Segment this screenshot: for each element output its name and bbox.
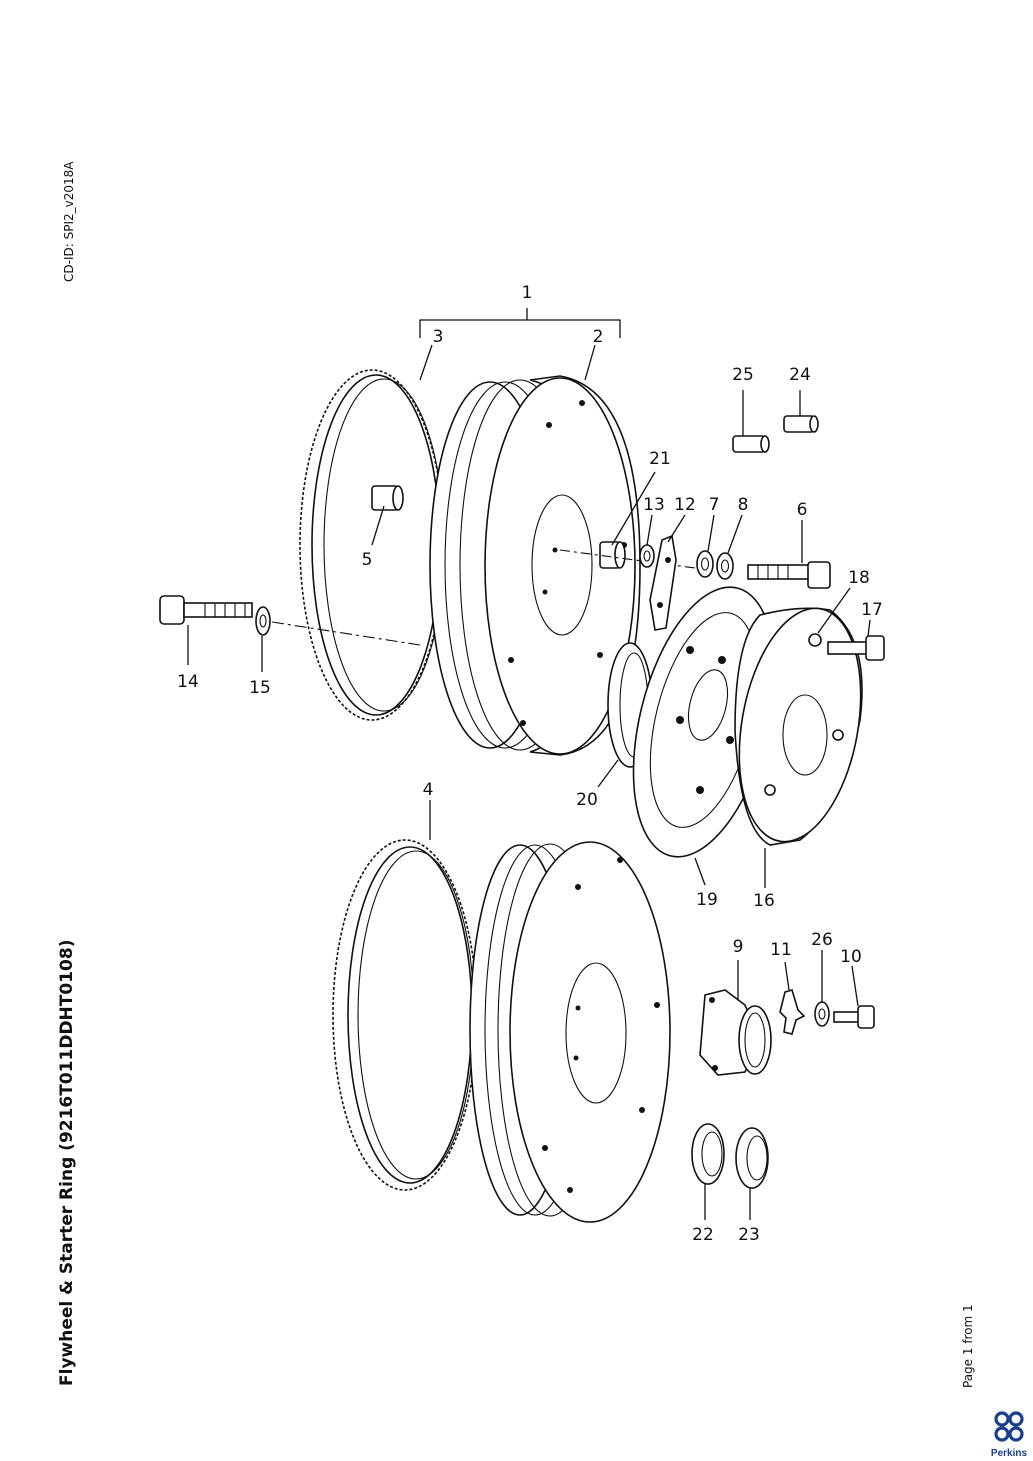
callout-7: 7 xyxy=(709,495,720,515)
callout-19: 19 xyxy=(696,890,718,910)
assembly-centerline xyxy=(559,549,711,571)
callout-9: 9 xyxy=(733,937,744,957)
assembly-centerline xyxy=(271,621,421,646)
callout-14: 14 xyxy=(177,672,199,692)
callout-11: 11 xyxy=(770,940,792,960)
callout-17: 17 xyxy=(861,600,883,620)
callout-22: 22 xyxy=(692,1225,714,1245)
bolt-part-14 xyxy=(159,595,253,625)
callout-23: 23 xyxy=(738,1225,760,1245)
brand-name: Perkins xyxy=(990,1448,1028,1459)
bearing-part-22 xyxy=(691,1123,725,1185)
hub-part-16 xyxy=(734,607,863,846)
callout-18: 18 xyxy=(848,568,870,588)
drive-plate-part-19 xyxy=(632,586,776,858)
pin-part-25 xyxy=(732,435,770,453)
washer-part-7 xyxy=(696,550,714,578)
callout-4: 4 xyxy=(423,780,434,800)
washer-part-15 xyxy=(255,606,271,636)
callout-12: 12 xyxy=(674,495,696,515)
callout-5: 5 xyxy=(362,550,373,570)
callout-2: 2 xyxy=(593,327,604,347)
spacer-part-21 xyxy=(599,541,626,569)
group-bracket xyxy=(419,319,621,338)
washer-part-26 xyxy=(814,1001,830,1027)
callout-1: 1 xyxy=(522,283,533,303)
lock-plate-part-12 xyxy=(649,534,677,631)
flywheel-lower xyxy=(469,841,671,1223)
pin-part-24 xyxy=(783,415,819,433)
dowel-part-5 xyxy=(371,485,404,511)
washer-part-8 xyxy=(716,552,734,580)
callout-21: 21 xyxy=(649,449,671,469)
bolt-part-17 xyxy=(827,635,885,661)
callout-10: 10 xyxy=(840,947,862,967)
callout-26: 26 xyxy=(811,930,833,950)
callout-24: 24 xyxy=(789,365,811,385)
perkins-logo-icon xyxy=(994,1411,1024,1442)
callout-6: 6 xyxy=(797,500,808,520)
bolt-part-6 xyxy=(747,561,831,589)
starter-ring-gear-lower xyxy=(332,839,478,1191)
flywheel-upper xyxy=(429,375,641,756)
callout-13: 13 xyxy=(643,495,665,515)
callout-15: 15 xyxy=(249,678,271,698)
bolt-part-10 xyxy=(833,1005,875,1029)
housing-part-9 xyxy=(699,989,772,1076)
callout-20: 20 xyxy=(576,790,598,810)
washer-part-13 xyxy=(639,544,655,568)
perkins-logo: Perkins xyxy=(988,1410,1030,1459)
callout-16: 16 xyxy=(753,891,775,911)
clip-part-11 xyxy=(779,989,806,1035)
callout-25: 25 xyxy=(732,365,754,385)
seal-part-23 xyxy=(735,1127,769,1189)
callout-3: 3 xyxy=(433,327,444,347)
leader-lines xyxy=(187,344,871,1220)
callout-8: 8 xyxy=(738,495,749,515)
